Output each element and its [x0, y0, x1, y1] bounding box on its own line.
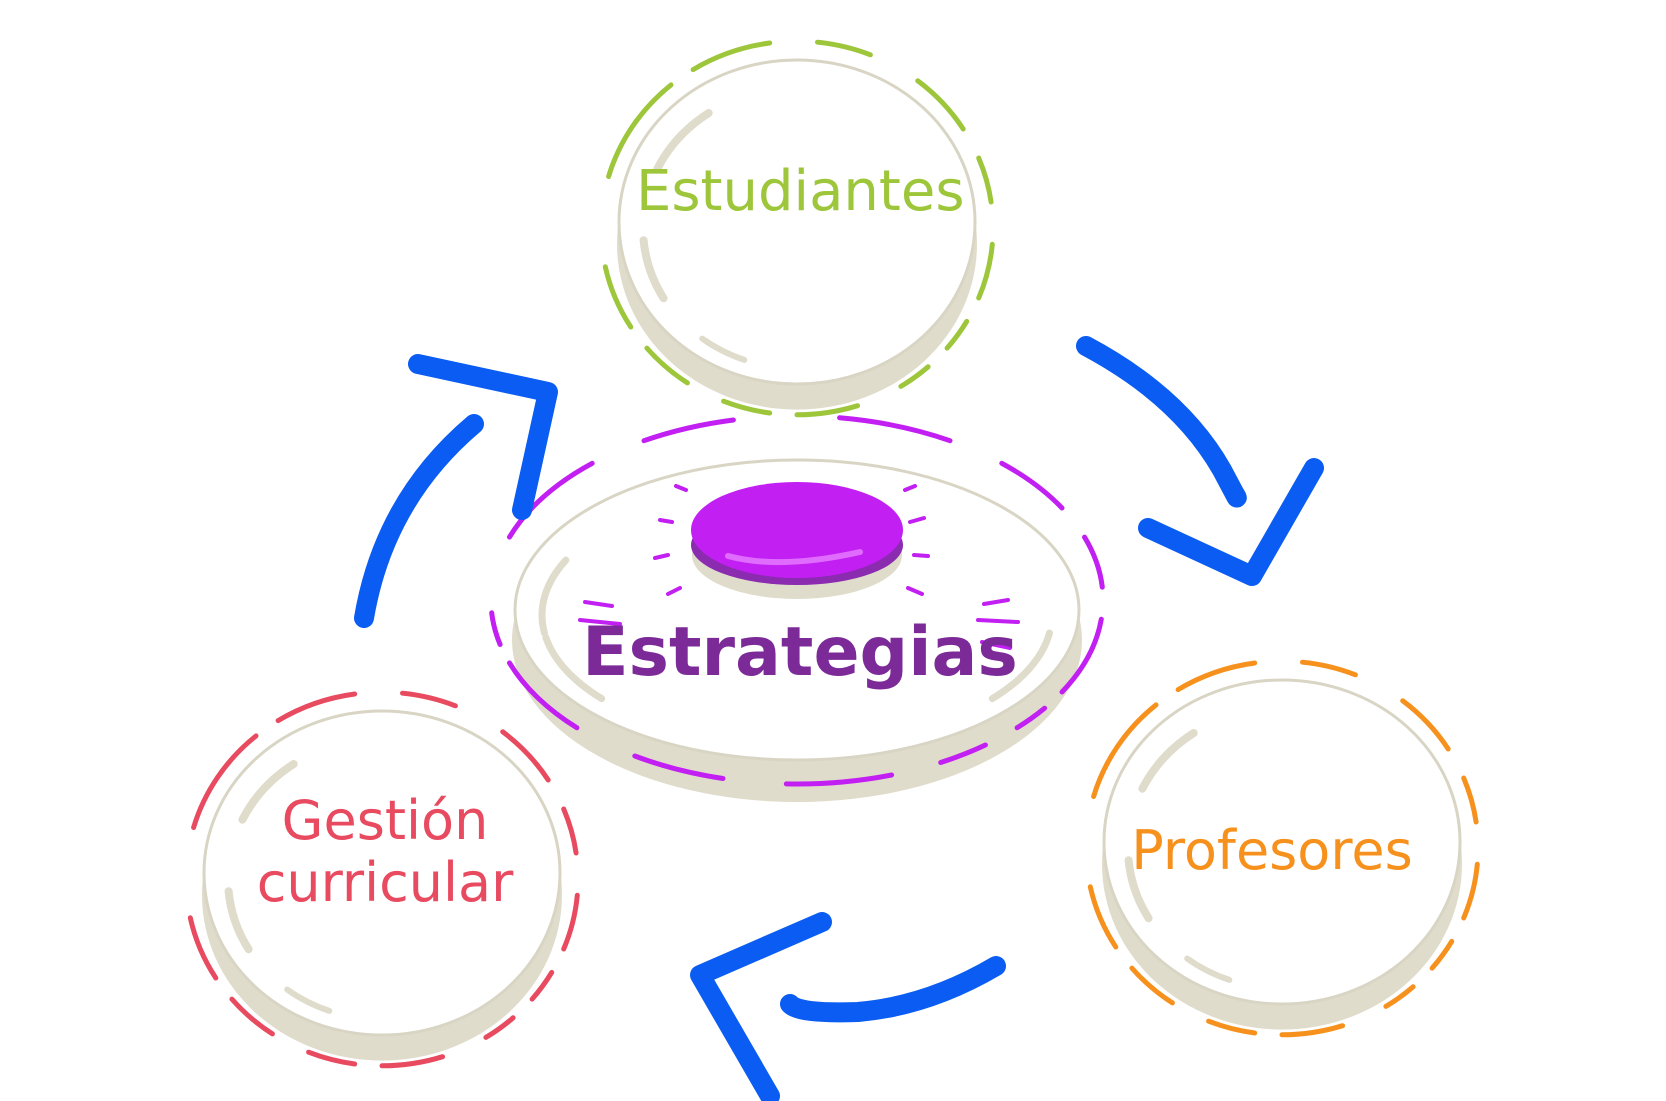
outer-nodes — [187, 39, 1480, 1069]
center-dash — [507, 460, 595, 540]
node-profesores-dash — [1461, 775, 1479, 825]
center-dash — [837, 415, 953, 444]
center-node — [489, 415, 1105, 802]
center-dash — [999, 460, 1065, 511]
node-profesores-dash — [1300, 659, 1358, 678]
center-label-sparkle — [578, 618, 622, 626]
node-profesores-dash — [1206, 1018, 1258, 1036]
cycle-arrow-icon — [780, 956, 1006, 1023]
node-profesores — [1087, 659, 1480, 1038]
node-profesores-dash — [1429, 938, 1455, 971]
node-profesores-dash — [1175, 660, 1258, 693]
node-profesores-dash — [1400, 698, 1451, 752]
node-estudiantes-highlight — [653, 109, 713, 173]
cycle-arrow-icon-head — [408, 354, 558, 520]
node-estudiantes-dash — [794, 403, 861, 418]
node-estudiantes-dash — [976, 155, 994, 205]
node-gestion-dash — [275, 691, 358, 724]
node-estudiantes-highlight — [639, 236, 668, 303]
node-profesores-dash — [1461, 861, 1480, 921]
node-estudiantes-dash — [944, 318, 970, 351]
center-ray — [903, 484, 917, 492]
center-dash — [938, 742, 988, 765]
node-estudiantes-dash — [815, 39, 873, 58]
node-profesores-dash — [1383, 984, 1416, 1009]
node-gestion-dash — [306, 1049, 358, 1067]
center-ray — [906, 586, 924, 596]
center-highlight — [542, 634, 606, 703]
node-label-gestion-line1: Gestión — [281, 789, 489, 852]
node-profesores-highlight — [1138, 729, 1198, 793]
center-ray — [674, 484, 688, 492]
center-ray — [658, 518, 674, 524]
center-dash — [632, 753, 726, 781]
node-gestion-highlight — [224, 887, 253, 954]
node-profesores-dash — [1279, 1023, 1346, 1038]
center-ray — [666, 586, 682, 596]
center-label-sparkle — [976, 618, 1020, 624]
cycle-arrows — [354, 336, 1324, 1101]
node-label-estudiantes: Estudiantes — [636, 159, 965, 224]
node-gestion-dash — [400, 690, 458, 709]
cycle-arrow-icon — [1076, 336, 1247, 508]
node-gestion-dash — [483, 1015, 516, 1040]
node-gestion — [187, 690, 580, 1069]
node-estudiantes-dash — [690, 40, 773, 73]
node-gestion-dash — [561, 892, 580, 952]
node-label-gestion: Gestión curricular — [240, 789, 530, 915]
node-gestion-dash — [187, 915, 219, 981]
node-profesores-highlight — [1184, 955, 1233, 983]
node-profesores-dash — [1129, 965, 1175, 1006]
cycle-arrow-icon — [354, 414, 484, 628]
node-profesores-face — [1102, 678, 1462, 1006]
node-label-profesores: Profesores — [1131, 819, 1413, 882]
node-gestion-highlight — [238, 760, 298, 824]
node-estudiantes-dash — [606, 82, 674, 179]
center-button-highlight — [725, 549, 863, 566]
center-label-sparkle — [583, 600, 614, 608]
center-dash — [1014, 705, 1048, 731]
cycle-arrow-icon-head — [1138, 458, 1324, 586]
node-estudiantes-dash — [976, 241, 995, 301]
node-gestion-dash — [379, 1054, 446, 1069]
node-profesores-dash — [1091, 702, 1159, 799]
node-gestion-dash — [500, 729, 551, 783]
node-estudiantes-dash — [644, 345, 690, 386]
center-ray — [653, 553, 670, 560]
node-gestion-face — [202, 709, 562, 1037]
center-label: Estrategias — [582, 613, 1018, 692]
node-estudiantes-dash — [915, 78, 966, 132]
center-dash — [1059, 616, 1104, 695]
node-profesores-highlight — [1124, 856, 1153, 923]
node-estudiantes-dash — [898, 364, 931, 389]
node-estudiantes-face — [617, 58, 977, 386]
cycle-arrow-icon-head — [690, 912, 832, 1101]
node-estudiantes-highlight — [699, 335, 748, 363]
node-profesores-dash — [1087, 884, 1119, 950]
node-gestion-dash — [561, 806, 579, 856]
center-ray — [908, 516, 926, 524]
node-gestion-dash — [229, 996, 275, 1037]
center-dash — [507, 660, 580, 731]
center-highlight — [988, 629, 1053, 703]
node-gestion-highlight — [284, 986, 333, 1014]
center-label-sparkle — [982, 598, 1010, 606]
node-gestion-dash — [191, 733, 259, 830]
center-dash — [783, 772, 895, 787]
center-label-sparkle — [980, 640, 1012, 650]
node-label-gestion-line2: curricular — [256, 851, 514, 915]
center-dash — [489, 610, 503, 647]
node-estudiantes — [602, 39, 995, 418]
center-highlight — [538, 556, 570, 637]
center-dash — [641, 417, 736, 444]
center-dash — [1082, 534, 1105, 590]
node-estudiantes-dash — [721, 398, 773, 416]
node-gestion-dash — [529, 969, 555, 1002]
center-ray — [912, 553, 930, 558]
center-platform-face — [513, 458, 1081, 762]
node-estudiantes-dash — [602, 264, 634, 330]
